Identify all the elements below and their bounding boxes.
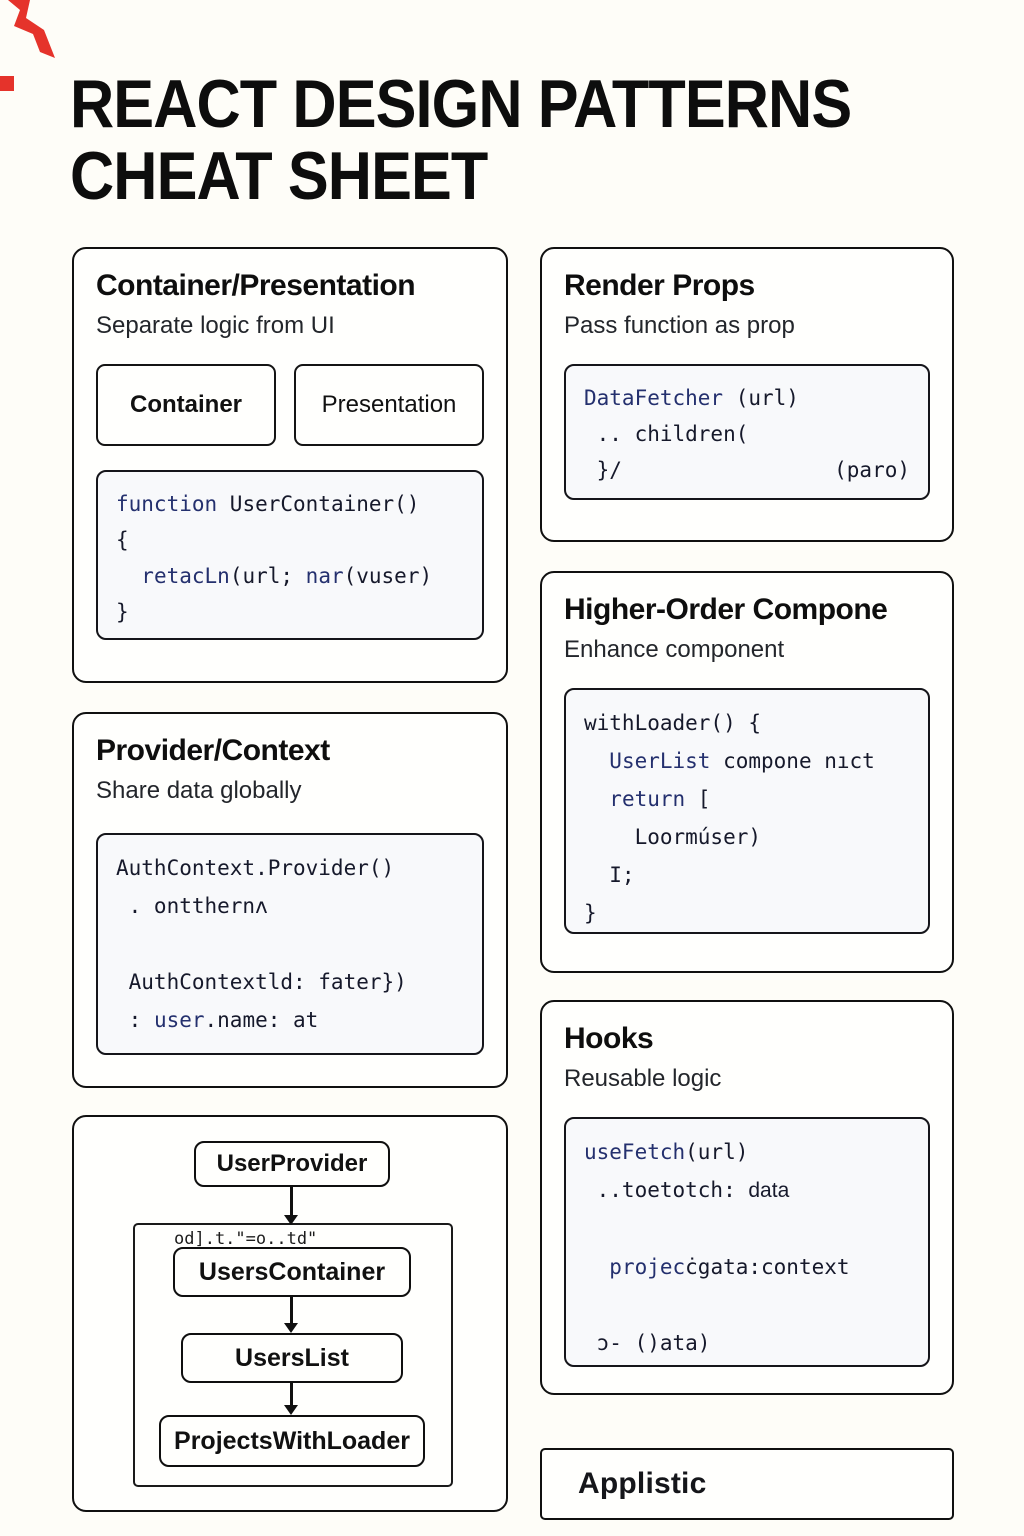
diagram-node-userprovider: UserProvider xyxy=(194,1141,390,1187)
provider-context-code-block: AuthContext.Provider() . ontthernʌ AuthC… xyxy=(96,833,484,1055)
arrow-down-icon xyxy=(290,1187,293,1217)
card-provider-context: Provider/Context Share data globally Aut… xyxy=(72,712,508,1088)
diagram-node-projectswithloader: ProjectsWithLoader xyxy=(159,1415,425,1467)
arrow-down-icon xyxy=(290,1297,293,1325)
applistic-label: Applistic xyxy=(578,1467,707,1500)
card-component-tree-diagram: UserProvider od].t."=o..td" UsersContain… xyxy=(72,1115,508,1512)
card-render-props-title: Render Props xyxy=(564,269,755,302)
page-title-line1: REACT DESIGN PATTERNS xyxy=(70,66,852,142)
page-title-line2: CHEAT SHEET xyxy=(70,138,488,214)
render-props-code-block: DataFetcher (url) .. children( }/(paro) xyxy=(564,364,930,500)
card-hooks-title: Hooks xyxy=(564,1022,654,1055)
card-provider-context-title: Provider/Context xyxy=(96,734,330,767)
applistic-box: Applistic xyxy=(540,1448,954,1520)
card-hooks: Hooks Reusable logic useFetch(url) ..toe… xyxy=(540,1000,954,1395)
card-hoc-subtitle: Enhance component xyxy=(564,636,785,663)
card-provider-context-subtitle: Share data globally xyxy=(96,777,302,804)
diagram-node-userslist: UsersList xyxy=(181,1333,403,1383)
diagram-garbled-text: od].t."=o..td" xyxy=(174,1229,318,1249)
card-render-props-subtitle: Pass function as prop xyxy=(564,312,795,339)
card-container-presentation-title: Container/Presentation xyxy=(96,269,416,302)
container-box: Container xyxy=(96,364,277,446)
card-container-presentation: Container/Presentation Separate logic fr… xyxy=(72,247,508,683)
card-hoc-title: Higher-Order Compone xyxy=(564,593,888,626)
hoc-code-block: withLoader() { UserList compone nıct ret… xyxy=(564,688,930,934)
diagram-node-userscontainer: UsersContainer xyxy=(173,1247,411,1297)
card-higher-order-component: Higher-Order Compone Enhance component w… xyxy=(540,571,954,973)
card-hooks-subtitle: Reusable logic xyxy=(564,1065,722,1092)
presentation-box: Presentation xyxy=(294,364,484,446)
corner-scribble-decoration xyxy=(0,0,55,91)
card-container-presentation-subtitle: Separate logic from UI xyxy=(96,312,335,339)
card-render-props: Render Props Pass function as prop DataF… xyxy=(540,247,954,542)
container-presentation-boxes: Container Presentation xyxy=(96,364,484,446)
arrow-down-icon xyxy=(290,1383,293,1407)
hooks-code-block: useFetch(url) ..toetotch: data projecċga… xyxy=(564,1117,930,1367)
page-title: REACT DESIGN PATTERNS CHEAT SHEET xyxy=(70,66,852,214)
container-presentation-code-block: function UserContainer(){ retacLn(url; n… xyxy=(96,470,484,640)
